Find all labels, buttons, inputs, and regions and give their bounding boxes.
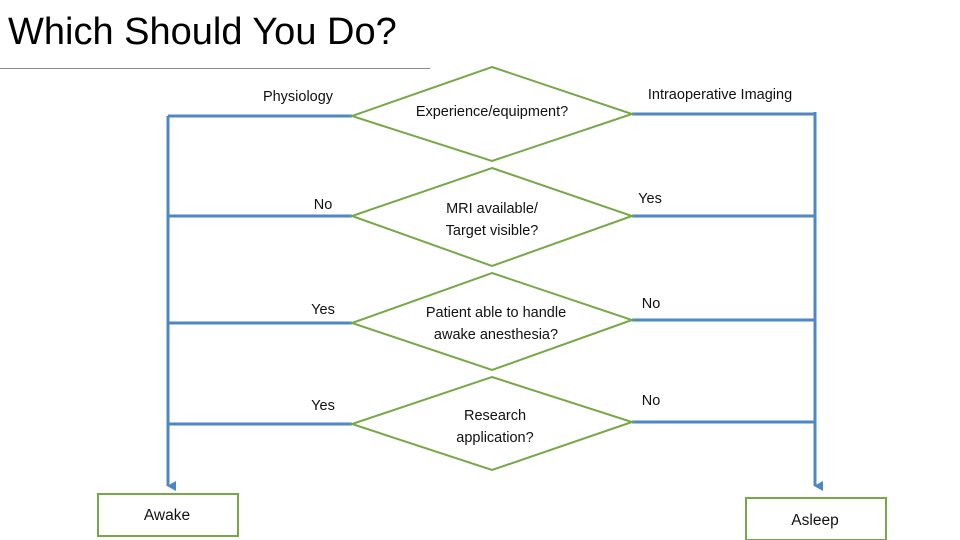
decision-diamond-experience — [348, 65, 636, 163]
branch-label-research-yes: Yes — [311, 398, 335, 414]
outcome-box-awake — [97, 493, 239, 537]
decision-diamond-research — [348, 375, 636, 472]
branch-label-research-no: No — [642, 393, 661, 409]
branch-label-mri-yes: Yes — [638, 191, 662, 207]
outcome-awake-text: Awake — [144, 507, 190, 524]
decision-3-text-line2: awake anesthesia? — [434, 327, 558, 343]
page-title: Which Should You Do? — [8, 11, 397, 53]
decision-2-text-line2: Target visible? — [446, 223, 539, 239]
outcome-box-asleep — [745, 497, 887, 540]
branch-label-physiology: Physiology — [263, 89, 334, 105]
decision-4-text-line1: Research — [464, 408, 526, 424]
decision-3-text-line1: Patient able to handle — [426, 305, 566, 321]
decision-diamond-anesthesia — [348, 271, 636, 372]
decision-4-text-line2: application? — [456, 430, 533, 446]
branch-label-anesthesia-no: No — [642, 296, 661, 312]
outcome-asleep-text: Asleep — [791, 512, 838, 529]
branch-label-mri-no: No — [314, 197, 333, 213]
decision-1-text: Experience/equipment? — [416, 104, 568, 120]
decision-diamond-mri — [348, 166, 636, 268]
title-underline — [0, 68, 430, 69]
branch-label-anesthesia-yes: Yes — [311, 302, 335, 318]
branch-label-intraoperative-imaging: Intraoperative Imaging — [648, 87, 792, 103]
decision-2-text-line1: MRI available/ — [446, 201, 539, 217]
